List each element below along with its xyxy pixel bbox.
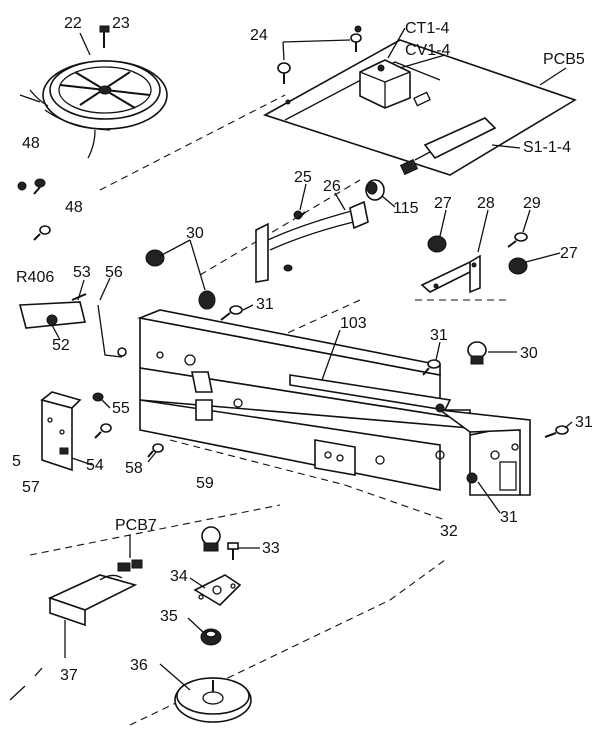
screw-part-23: [99, 25, 110, 48]
bracket-part-37: [47, 559, 143, 627]
label-36: 36: [130, 657, 148, 674]
grommet-part-30: [145, 249, 487, 365]
label-32: 32: [440, 523, 458, 540]
label-pcb5: PCB5: [543, 51, 585, 68]
label-33: 33: [262, 540, 280, 557]
label-48b: 48: [65, 199, 83, 216]
screw-part-58: [147, 443, 164, 458]
screw-part-48: [17, 178, 51, 241]
gear-part-35: [200, 628, 222, 646]
switch-part-54: [40, 391, 82, 472]
label-54: 54: [86, 457, 104, 474]
label-s1-1-4: S1-1-4: [523, 139, 571, 156]
label-31b: 31: [430, 327, 448, 344]
plate-part-34: [193, 574, 242, 607]
label-37: 37: [60, 667, 78, 684]
grommet-part-27: [427, 235, 528, 275]
label-26: 26: [323, 178, 341, 195]
label-25: 25: [294, 169, 312, 186]
label-34: 34: [170, 568, 188, 585]
screw-part-31: [220, 305, 569, 438]
pcb5-board: [263, 39, 577, 176]
label-31a: 31: [256, 296, 274, 313]
label-30b: 30: [520, 345, 538, 362]
label-28: 28: [477, 195, 495, 212]
label-58: 58: [125, 460, 143, 477]
label-57: 57: [22, 479, 40, 496]
label-27b: 27: [560, 245, 578, 262]
knob-part-33: [201, 526, 239, 560]
knob-part-115: [365, 179, 385, 201]
screw-part-29: [507, 232, 528, 248]
part-labels: 22 23 24 CT1-4 CV1-4 PCB5 S1-1-4 48 48 2…: [12, 15, 593, 684]
label-103: 103: [340, 315, 367, 332]
label-30a: 30: [186, 225, 204, 242]
label-pcb7: PCB7: [115, 517, 157, 534]
label-56: 56: [105, 264, 123, 281]
label-cv1-4: CV1-4: [405, 42, 450, 59]
label-22: 22: [64, 15, 82, 32]
bracket-part-52: [18, 293, 87, 329]
label-29: 29: [523, 195, 541, 212]
gear-part-36: [174, 677, 252, 723]
pointer-line-103: [321, 329, 341, 381]
label-31c: 31: [575, 414, 593, 431]
label-31d: 31: [500, 509, 518, 526]
label-23: 23: [112, 15, 130, 32]
label-27a: 27: [434, 195, 452, 212]
label-35: 35: [160, 608, 178, 625]
label-r406: R406: [16, 269, 54, 286]
bracket-part-26: [255, 200, 369, 283]
bracket-part-28: [420, 254, 481, 294]
label-5: 5: [12, 453, 21, 470]
label-115: 115: [393, 200, 419, 217]
wire-part-56: [97, 304, 127, 358]
label-ct1-4: CT1-4: [405, 20, 450, 37]
corner-marks: [9, 667, 43, 701]
pulley-part-22: [19, 60, 168, 159]
label-55: 55: [112, 400, 130, 417]
label-59: 59: [196, 475, 214, 492]
label-48a: 48: [22, 135, 40, 152]
chassis-part-32: [137, 309, 531, 496]
leader-lines: [51, 27, 573, 691]
label-52: 52: [52, 337, 70, 354]
label-53: 53: [73, 264, 91, 281]
screw-part-24: [277, 25, 362, 84]
label-24: 24: [250, 27, 268, 44]
